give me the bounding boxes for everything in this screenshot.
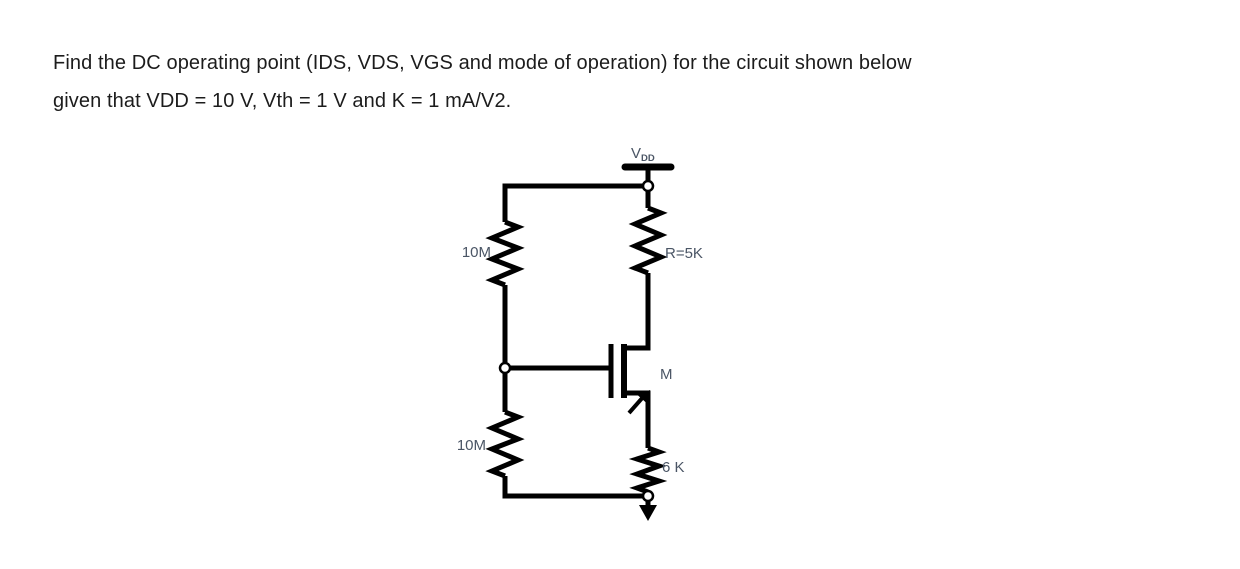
mosfet-label: M: [660, 366, 673, 383]
wire-drain-lead: [625, 273, 651, 351]
resistor-drain-label: R=5K: [665, 245, 703, 262]
resistor-top-left-label: 10M: [462, 244, 491, 261]
resistor-source-zigzag: [628, 445, 668, 495]
vdd-label: V: [631, 145, 641, 162]
node-ground: [641, 489, 655, 503]
problem-statement: Find the DC operating point (IDS, VDS, V…: [53, 44, 1173, 120]
mosfet-source-arrow-shaft: [627, 394, 646, 415]
wire-top-rail: [502, 183, 648, 222]
ground-arrow-icon: [639, 505, 657, 521]
resistor-drain-zigzag: [628, 205, 668, 276]
problem-line-2: given that VDD = 10 V, Vth = 1 V and K =…: [53, 90, 512, 112]
resistor-top-left-zigzag: [485, 219, 525, 288]
resistor-bottom-left-label: 10M: [457, 437, 486, 454]
node-vdd: [641, 179, 655, 193]
resistor-source-label: 6 K: [662, 459, 685, 476]
vdd-label-subscript: DD: [641, 153, 655, 164]
resistor-bottom-left-zigzag: [485, 409, 525, 479]
problem-line-1: Find the DC operating point (IDS, VDS, V…: [53, 52, 912, 74]
wire-bottom-rail: [502, 476, 648, 499]
node-gate: [498, 361, 512, 375]
mosfet-source-arrow-head: [637, 390, 650, 403]
